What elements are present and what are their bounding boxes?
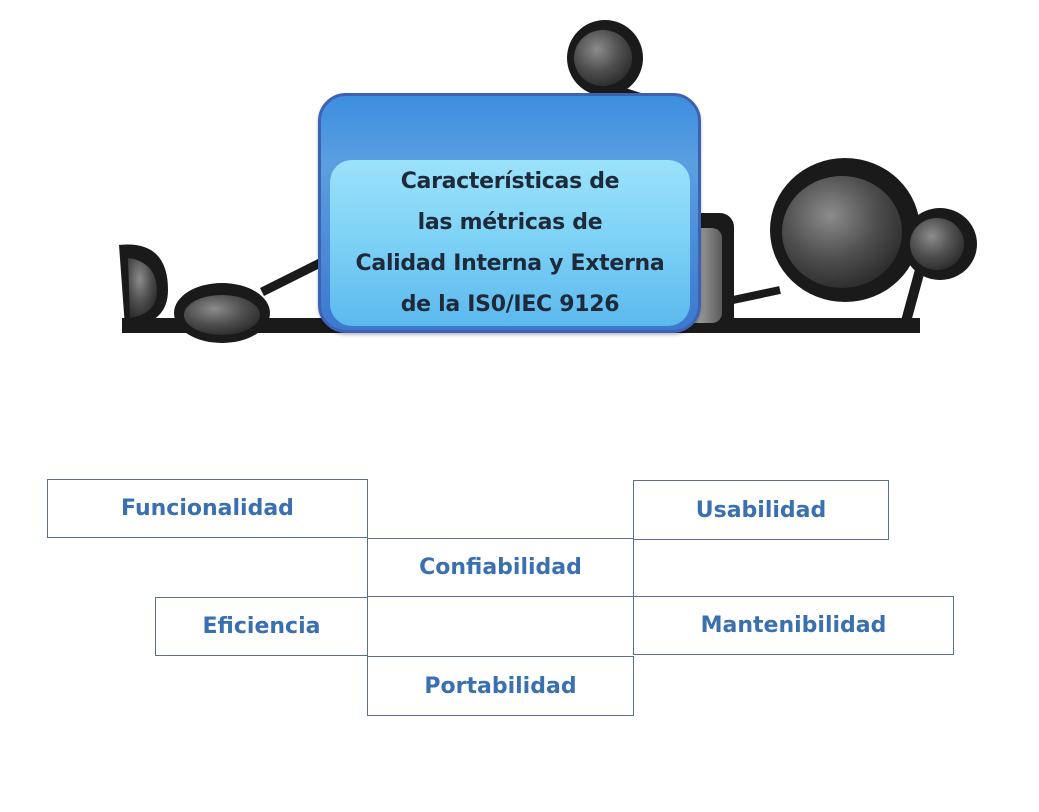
metric-portabilidad: Portabilidad [367, 656, 634, 716]
left-disc-shape [174, 283, 270, 343]
title-line-2: las métricas de [417, 210, 603, 235]
right-small-disc-shape [903, 208, 977, 280]
metric-funcionalidad: Funcionalidad [47, 479, 368, 538]
top-disc-shape [567, 20, 643, 96]
center-right-connector-line [732, 286, 781, 304]
right-large-disc-shape [770, 158, 920, 302]
right-connector-line [900, 268, 925, 327]
title-line-4: de la IS0/IEC 9126 [400, 292, 620, 317]
metric-confiabilidad: Confiabilidad [367, 538, 634, 597]
title-line-1: Características de [400, 169, 620, 194]
metric-mantenibilidad: Mantenibilidad [633, 596, 954, 655]
left-semicircle-shape [119, 244, 168, 327]
title-line-3: Calidad Interna y Externa [355, 251, 665, 276]
title-box: Características de las métricas de Calid… [318, 93, 701, 333]
metric-usabilidad: Usabilidad [633, 480, 889, 540]
metric-eficiencia: Eficiencia [155, 597, 368, 656]
title-panel: Características de las métricas de Calid… [330, 160, 690, 326]
